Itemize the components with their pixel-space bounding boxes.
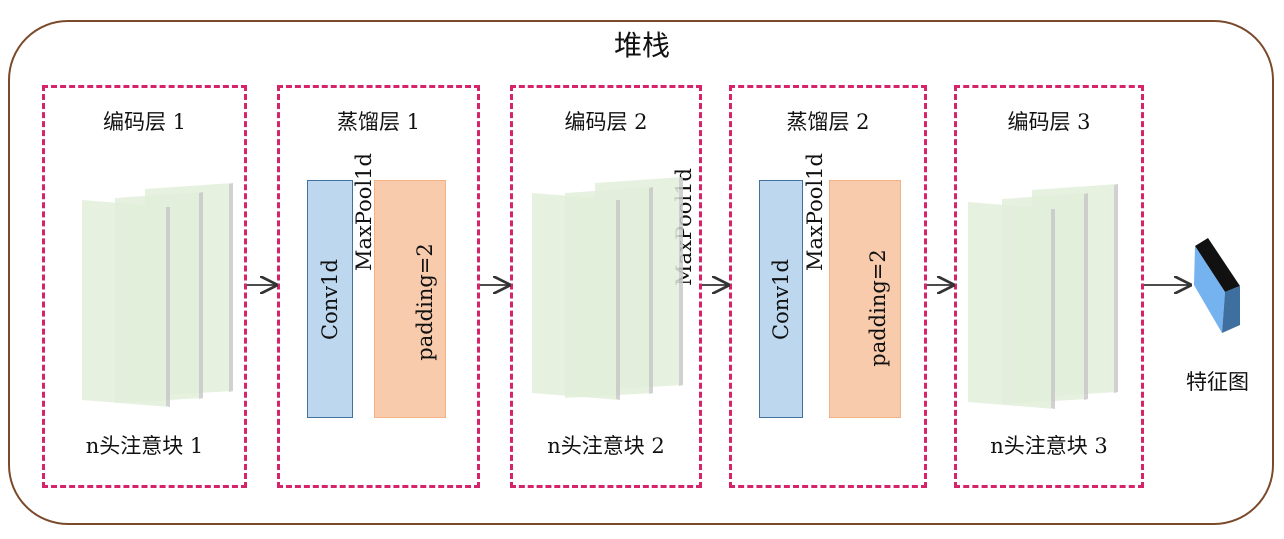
feature-map-icon bbox=[1194, 238, 1240, 333]
distill-layer-1-label: 蒸馏层 1 bbox=[336, 110, 421, 134]
encoder-layer-1: 编码层 1 n头注意块 1 bbox=[42, 85, 247, 488]
distill-layer-2: 蒸馏层 2 bbox=[729, 85, 927, 488]
encoder-layer-2-label: 编码层 2 bbox=[564, 110, 648, 134]
attention-sheet-2a bbox=[532, 193, 620, 400]
stack-title: 堆栈 bbox=[613, 29, 670, 62]
attention-sheet-3a bbox=[968, 202, 1055, 409]
conv1d-block-1 bbox=[307, 180, 353, 418]
feature-map-label: 特征图 bbox=[1186, 370, 1249, 394]
encoder-layer-2-footer: n头注意块 2 bbox=[547, 434, 665, 458]
attention-sheets-1 bbox=[82, 183, 233, 407]
encoder-layer-3-footer: n头注意块 3 bbox=[990, 434, 1108, 458]
attention-sheet-1a bbox=[82, 200, 170, 407]
distill-layer-1: 蒸馏层 1 bbox=[277, 85, 480, 488]
encoder-layer-1-footer: n头注意块 1 bbox=[85, 434, 204, 458]
attention-sheets-2 bbox=[532, 177, 683, 400]
padding-block-2 bbox=[829, 180, 901, 418]
conv1d-block-2 bbox=[759, 180, 803, 418]
encoder-layer-3-label: 编码层 3 bbox=[1007, 110, 1091, 134]
encoder-layer-3: 编码层 3 n头注意块 3 bbox=[954, 85, 1144, 488]
stack-frame bbox=[8, 20, 1274, 525]
encoder-layer-2: 编码层 2 n头注意块 2 bbox=[510, 85, 702, 488]
encoder-layer-1-label: 编码层 1 bbox=[102, 110, 187, 134]
padding-block-1 bbox=[374, 180, 446, 418]
attention-sheets-3 bbox=[968, 184, 1118, 409]
distill-layer-2-label: 蒸馏层 2 bbox=[786, 110, 870, 134]
